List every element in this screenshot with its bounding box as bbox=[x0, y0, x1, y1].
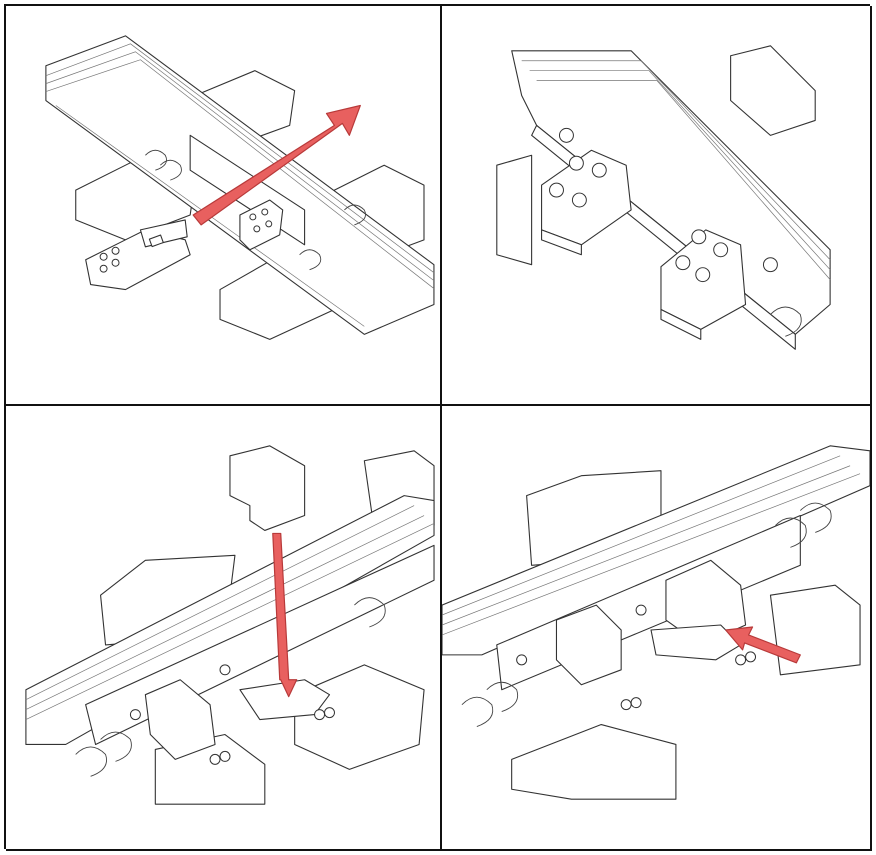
rail-assembly-illustration-3 bbox=[25, 445, 435, 805]
arrow-diagonal-icon bbox=[192, 104, 361, 226]
panel-top-right bbox=[442, 6, 872, 406]
arrow-down-icon bbox=[272, 532, 298, 698]
arrow-left-icon bbox=[725, 626, 801, 664]
rail-assembly-illustration-2 bbox=[496, 45, 831, 350]
panel-bottom-left bbox=[6, 406, 442, 851]
panel-top-left bbox=[6, 6, 442, 406]
panel-bottom-right bbox=[442, 406, 872, 851]
rail-assembly-illustration-1 bbox=[45, 35, 435, 340]
rail-assembly-illustration-4 bbox=[442, 445, 870, 800]
figure-grid bbox=[4, 4, 872, 851]
